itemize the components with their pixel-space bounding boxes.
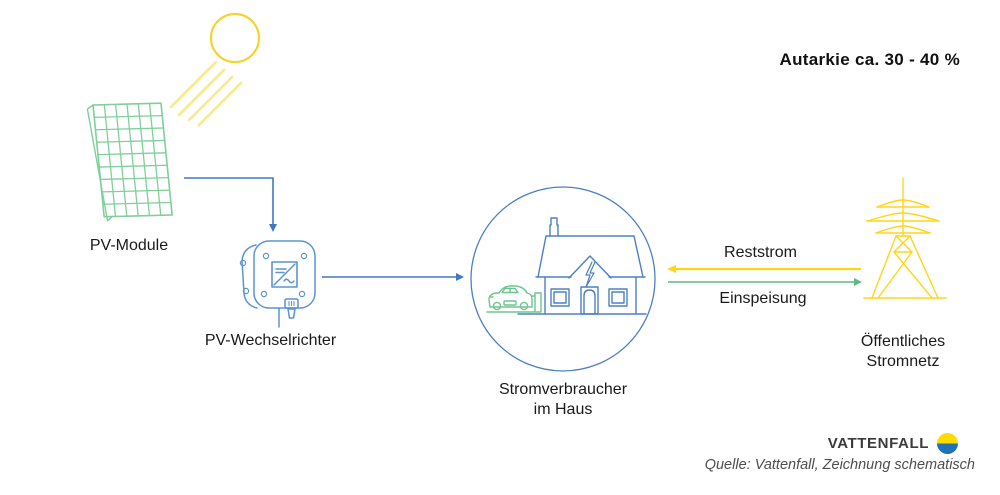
grid-label-line2: Stromnetz	[866, 353, 940, 370]
connector-plug-icon	[278, 298, 299, 328]
charging-station-icon	[531, 292, 542, 313]
reststrom-label: Reststrom	[724, 244, 797, 261]
solar-panel-icon	[86, 102, 173, 222]
house-label-line1: Stromverbraucher	[498, 381, 628, 398]
ev-car-icon	[486, 285, 535, 313]
flow-arrow-einspeisung	[668, 278, 862, 286]
sun-icon	[169, 12, 261, 127]
grid-label: Öffentliches Stromnetz	[818, 332, 988, 372]
vattenfall-branding: VATTENFALL	[828, 433, 958, 454]
vattenfall-wordmark: VATTENFALL	[827, 435, 929, 452]
flow-arrow-reststrom	[667, 265, 861, 273]
house-circle	[470, 186, 656, 372]
source-note: Quelle: Vattenfall, Zeichnung schematisc…	[704, 457, 975, 473]
dc-ac-symbol-icon	[271, 261, 298, 288]
lightning-bolt-icon	[585, 261, 596, 288]
flow-arrow-inverter-to-house	[322, 273, 464, 281]
house-with-ev-icon	[470, 186, 656, 372]
pv-module-label: PV-Module	[89, 237, 169, 254]
einspeisung-label: Einspeisung	[719, 290, 807, 307]
power-pylon-icon	[863, 177, 947, 299]
house-label: Stromverbraucher im Haus	[463, 380, 663, 420]
grid-label-line1: Öffentliches	[860, 333, 946, 350]
inverter-icon	[239, 240, 316, 328]
vattenfall-logo-icon	[937, 433, 958, 454]
inverter-label: PV-Wechselrichter	[204, 332, 337, 349]
house-label-line2: im Haus	[533, 401, 593, 418]
autarky-title: Autarkie ca. 30 - 40 %	[779, 50, 960, 69]
flow-arrow-pv-to-inverter	[184, 177, 277, 232]
